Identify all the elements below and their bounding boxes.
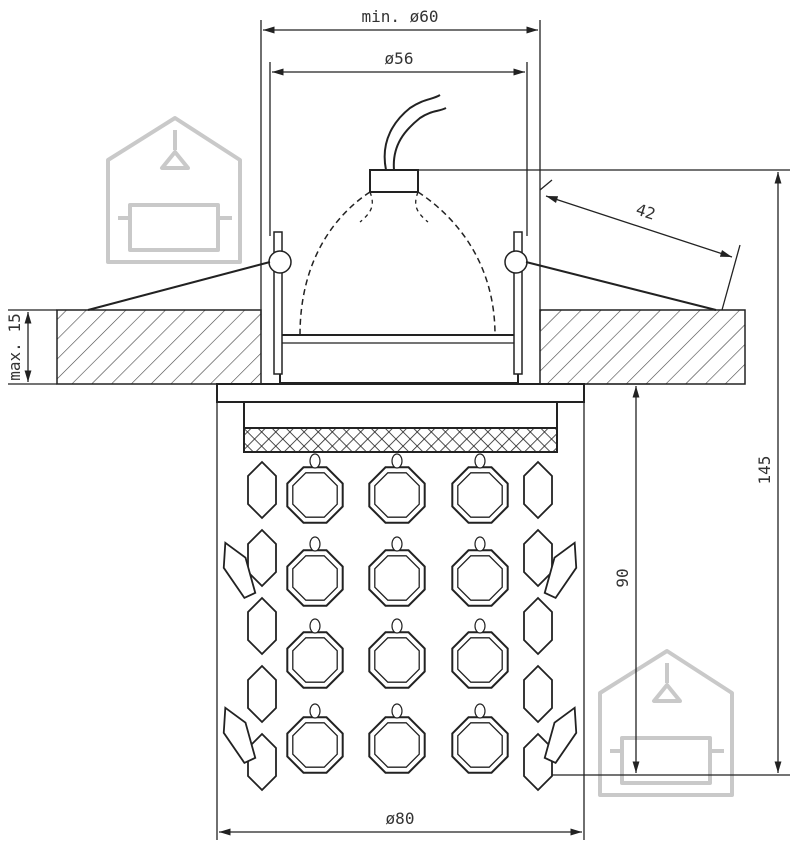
- dim-crystal-height: 90: [613, 568, 632, 587]
- octagon-crystal-facet: [292, 637, 338, 683]
- octagon-crystal-facet: [457, 722, 503, 768]
- octagon-crystal-facet: [374, 472, 420, 518]
- extension-lines: [8, 20, 790, 840]
- crystal-link: [309, 453, 321, 469]
- ceiling-slab: [56, 309, 746, 385]
- octagon-crystal-facet: [457, 472, 503, 518]
- crystal-link: [474, 453, 486, 469]
- prism-crystal: [247, 460, 277, 520]
- dimension-lines: [24, 26, 782, 836]
- octagon-crystal: [451, 549, 509, 607]
- drop-crystal: [543, 706, 578, 765]
- octagon-crystal-facet: [292, 555, 338, 601]
- octagon-crystal-facet: [374, 637, 420, 683]
- drop-crystal: [222, 706, 257, 765]
- octagon-crystal-facet: [292, 472, 338, 518]
- octagon-crystal: [368, 549, 426, 607]
- dim-spring-span: 42: [634, 200, 658, 224]
- prism-crystal: [247, 664, 277, 724]
- prism-crystal: [523, 460, 553, 520]
- crystal-link: [391, 703, 403, 719]
- crystal-link: [474, 536, 486, 552]
- watermark-logo-top-left: [106, 116, 242, 264]
- octagon-crystal-facet: [457, 637, 503, 683]
- prism-crystal: [247, 596, 277, 656]
- drop-crystal: [543, 541, 578, 600]
- octagon-crystal: [286, 631, 344, 689]
- octagon-crystal: [451, 716, 509, 774]
- crystal-link: [391, 453, 403, 469]
- octagon-crystal: [286, 466, 344, 524]
- crystal-curtain: [222, 453, 578, 792]
- crystal-link: [391, 536, 403, 552]
- prism-crystal: [523, 528, 553, 588]
- dim-total-height: 145: [755, 456, 774, 485]
- octagon-crystal: [451, 631, 509, 689]
- octagon-crystal-facet: [374, 722, 420, 768]
- prism-crystal: [247, 528, 277, 588]
- prism-crystal: [247, 732, 277, 792]
- crystal-link: [391, 618, 403, 634]
- crystal-link: [309, 618, 321, 634]
- prism-crystal: [523, 664, 553, 724]
- dim-cutout-diameter: min. ø60: [361, 7, 438, 26]
- octagon-crystal: [286, 716, 344, 774]
- crystal-link: [474, 618, 486, 634]
- octagon-crystal: [368, 631, 426, 689]
- octagon-crystal: [368, 716, 426, 774]
- crystal-link: [309, 703, 321, 719]
- crystal-link: [474, 703, 486, 719]
- drop-crystal: [222, 541, 257, 600]
- octagon-crystal-facet: [457, 555, 503, 601]
- dim-bezel-diameter: ø80: [386, 809, 415, 828]
- prism-crystal: [523, 596, 553, 656]
- prism-crystal: [523, 732, 553, 792]
- octagon-crystal: [368, 466, 426, 524]
- watermark-logo-bottom-right: [598, 649, 734, 797]
- octagon-crystal: [451, 466, 509, 524]
- dim-body-diameter: ø56: [385, 49, 414, 68]
- octagon-crystal-facet: [292, 722, 338, 768]
- octagon-crystal-facet: [374, 555, 420, 601]
- octagon-crystal: [286, 549, 344, 607]
- lamp-housing: [87, 94, 717, 453]
- crystal-link: [309, 536, 321, 552]
- dim-ceiling-thickness: max. 15: [5, 313, 24, 380]
